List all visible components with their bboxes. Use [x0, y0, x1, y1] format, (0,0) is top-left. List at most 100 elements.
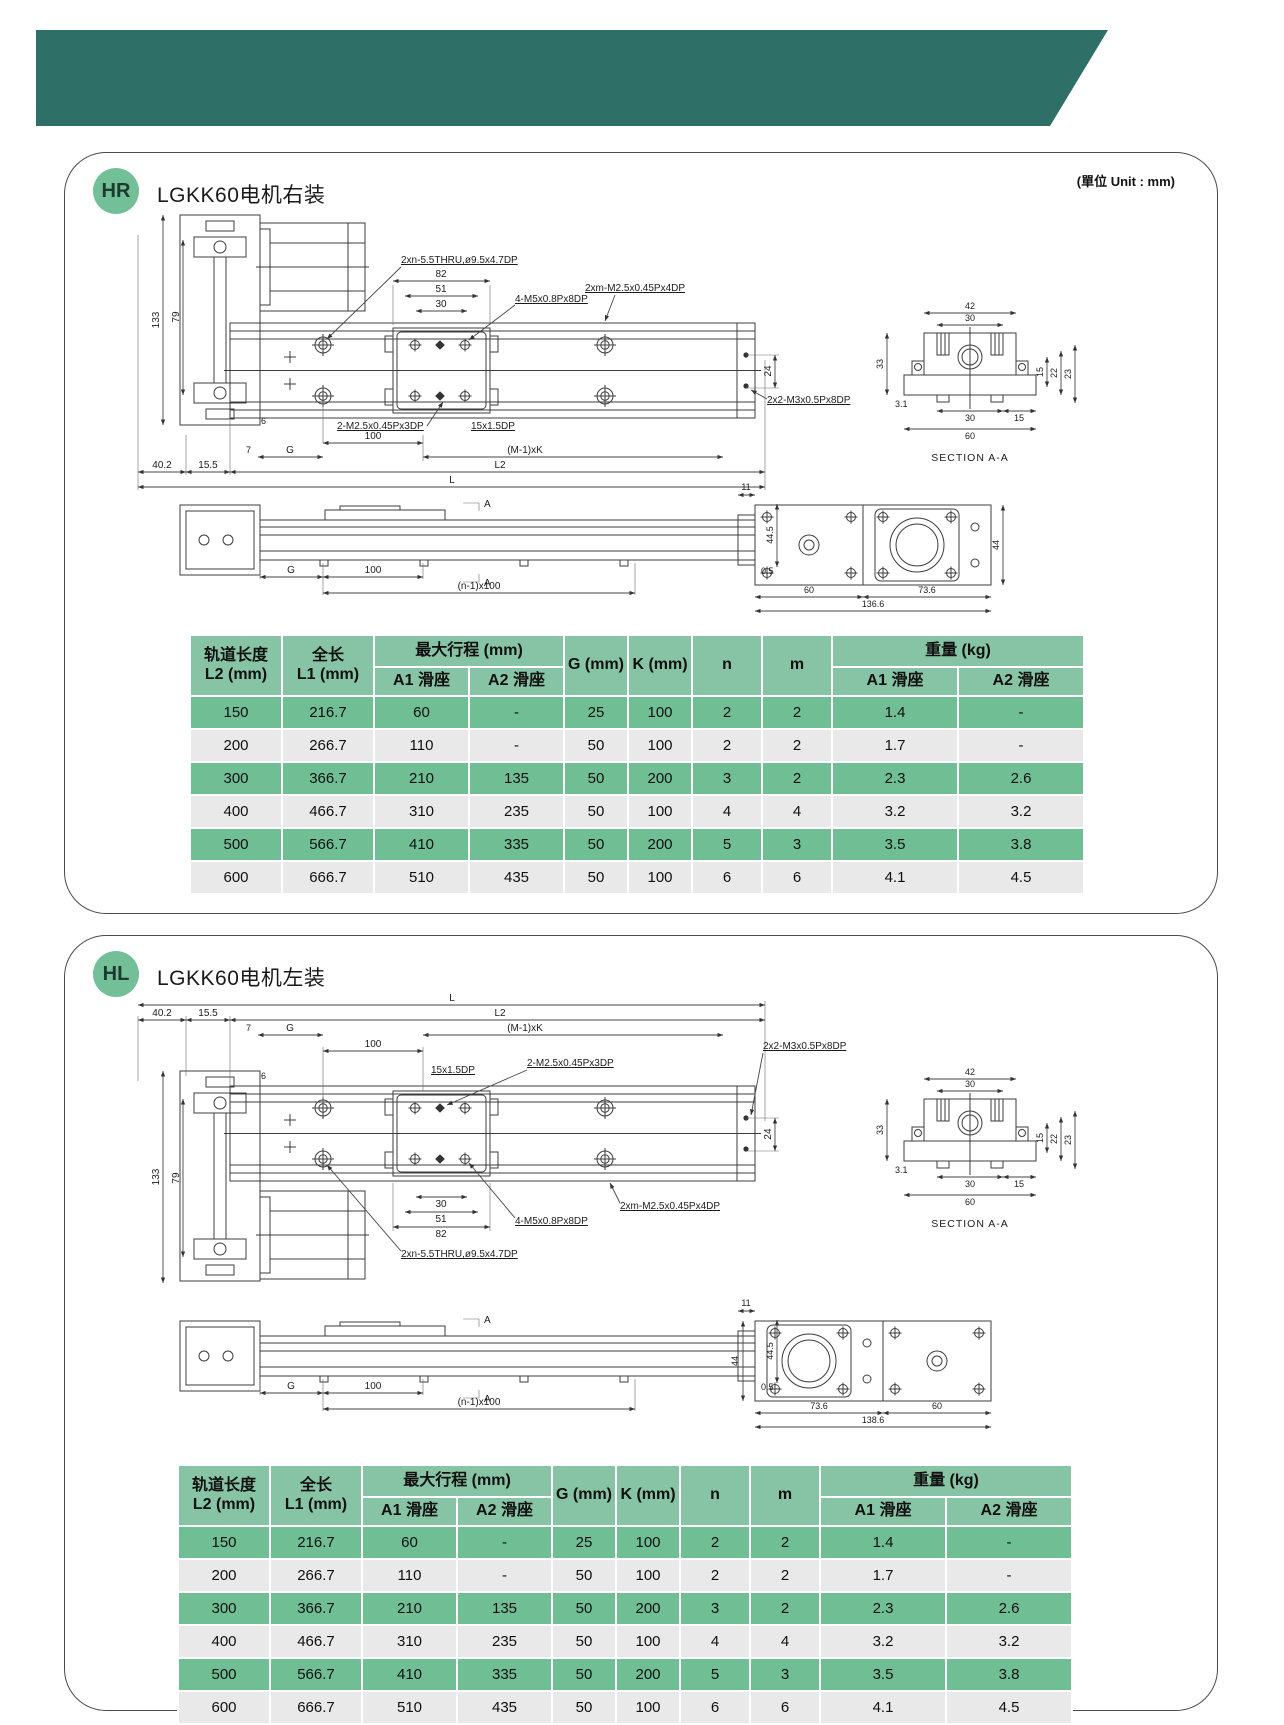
panel-hl: HL LGKK60电机左装 L 40.2 15.5 L2 G 7 (M-1)xK…: [64, 935, 1218, 1725]
table-cell: 366.7: [281, 761, 375, 796]
dim-label: (M-1)xK: [507, 445, 543, 456]
table-cell: -: [957, 728, 1085, 763]
table-cell: 500: [189, 827, 283, 862]
dim-label: 3.1: [895, 399, 908, 409]
table-cell: 50: [563, 860, 629, 895]
table-cell: 366.7: [269, 1591, 363, 1626]
dim-label: 40.2: [152, 460, 172, 471]
table-cell: 25: [563, 695, 629, 730]
dim-label: 2xm-M2.5x0.45Px4DP: [585, 283, 685, 294]
table-cell: 435: [456, 1690, 553, 1725]
table-cell: 210: [361, 1591, 458, 1626]
table-cell: 100: [627, 860, 693, 895]
dim-label: 15.5: [198, 1008, 218, 1019]
table-cell: 5: [679, 1657, 751, 1692]
table-cell: 3.8: [957, 827, 1085, 862]
col-header-l2: 轨道长度 L2 (mm): [189, 634, 283, 697]
table-cell: 4.5: [957, 860, 1085, 895]
section-caption: SECTION A-A: [931, 452, 1009, 464]
dim-label: 22: [1049, 368, 1059, 378]
dim-label: 2xm-M2.5x0.45Px4DP: [620, 1201, 720, 1212]
dim-label: 100: [365, 431, 382, 442]
section-mark-a: A: [484, 578, 491, 589]
technical-drawing-hl: L 40.2 15.5 L2 G 7 (M-1)xK 100 6 15x1.5D…: [137, 993, 1078, 1430]
table-cell: 1.7: [831, 728, 959, 763]
table-cell: 600: [189, 860, 283, 895]
dim-label: 44.5: [765, 1342, 775, 1360]
dim-label: 60: [932, 1401, 942, 1411]
table-cell: 510: [373, 860, 470, 895]
table-cell: -: [945, 1558, 1073, 1593]
panel-hr: HR LGKK60电机右装 (單位 Unit : mm) 2xn-5.5THRU…: [64, 152, 1218, 914]
dim-label: 2x2-M3x0.5Px8DP: [767, 395, 851, 406]
dim-label: L: [449, 475, 455, 486]
dim-label: 7: [246, 445, 251, 455]
dim-label: 44.5: [765, 526, 775, 544]
table-cell: 400: [189, 794, 283, 829]
table-cell: 4: [691, 794, 763, 829]
table-cell: 100: [627, 728, 693, 763]
dim-label: 15: [1035, 1133, 1045, 1143]
table-cell: 500: [177, 1657, 271, 1692]
table-cell: 210: [373, 761, 470, 796]
table-cell: 150: [189, 695, 283, 730]
table-cell: -: [957, 695, 1085, 730]
dim-label: 2xn-5.5THRU,ø9.5x4.7DP: [401, 1249, 518, 1260]
table-cell: -: [468, 728, 565, 763]
table-cell: 60: [361, 1525, 458, 1560]
table-cell: 335: [468, 827, 565, 862]
dim-label: 22: [1049, 1134, 1059, 1144]
table-cell: 2: [691, 695, 763, 730]
table-cell: 466.7: [281, 794, 375, 829]
table-cell: 4: [761, 794, 833, 829]
table-cell: 100: [627, 794, 693, 829]
col-header-a2: A2 滑座: [468, 666, 565, 697]
table-cell: 3: [749, 1657, 821, 1692]
table-cell: 2.3: [831, 761, 959, 796]
table-cell: 466.7: [269, 1624, 363, 1659]
dim-label: 40.2: [152, 1008, 172, 1019]
dim-label: 136.6: [862, 599, 885, 609]
dim-label: 0.5: [761, 1382, 774, 1392]
dim-label: 60: [965, 1197, 975, 1207]
table-cell: 50: [551, 1657, 617, 1692]
dim-label: 60: [804, 585, 814, 595]
table-cell: 310: [373, 794, 470, 829]
dim-label: 44: [730, 1356, 740, 1366]
table-cell: 4: [679, 1624, 751, 1659]
dim-label: 30: [965, 1079, 975, 1089]
table-cell: 566.7: [281, 827, 375, 862]
table-cell: 5: [691, 827, 763, 862]
table-cell: 410: [361, 1657, 458, 1692]
table-cell: 2: [679, 1558, 751, 1593]
dim-label: 15x1.5DP: [471, 421, 515, 432]
dim-label: 4-M5x0.8Px8DP: [515, 1216, 588, 1227]
table-cell: 135: [456, 1591, 553, 1626]
table-cell: 235: [456, 1624, 553, 1659]
table-cell: 135: [468, 761, 565, 796]
table-cell: 200: [189, 728, 283, 763]
col-group-stroke: 最大行程 (mm): [361, 1464, 553, 1498]
table-cell: 2: [761, 728, 833, 763]
badge-hr: HR: [93, 168, 139, 214]
col-group-weight: 重量 (kg): [831, 634, 1085, 668]
table-cell: 100: [615, 1624, 681, 1659]
dim-label: 6: [261, 1071, 266, 1081]
col-header-wa1: A1 滑座: [819, 1496, 947, 1527]
dim-label: G: [286, 445, 294, 456]
table-cell: -: [456, 1525, 553, 1560]
table-cell: 25: [551, 1525, 617, 1560]
col-header-k: K (mm): [615, 1464, 681, 1527]
table-cell: 100: [627, 695, 693, 730]
table-cell: 300: [177, 1591, 271, 1626]
table-cell: 60: [373, 695, 470, 730]
dim-label: 15x1.5DP: [431, 1065, 475, 1076]
table-cell: 216.7: [269, 1525, 363, 1560]
dim-label: 133: [151, 1168, 162, 1185]
